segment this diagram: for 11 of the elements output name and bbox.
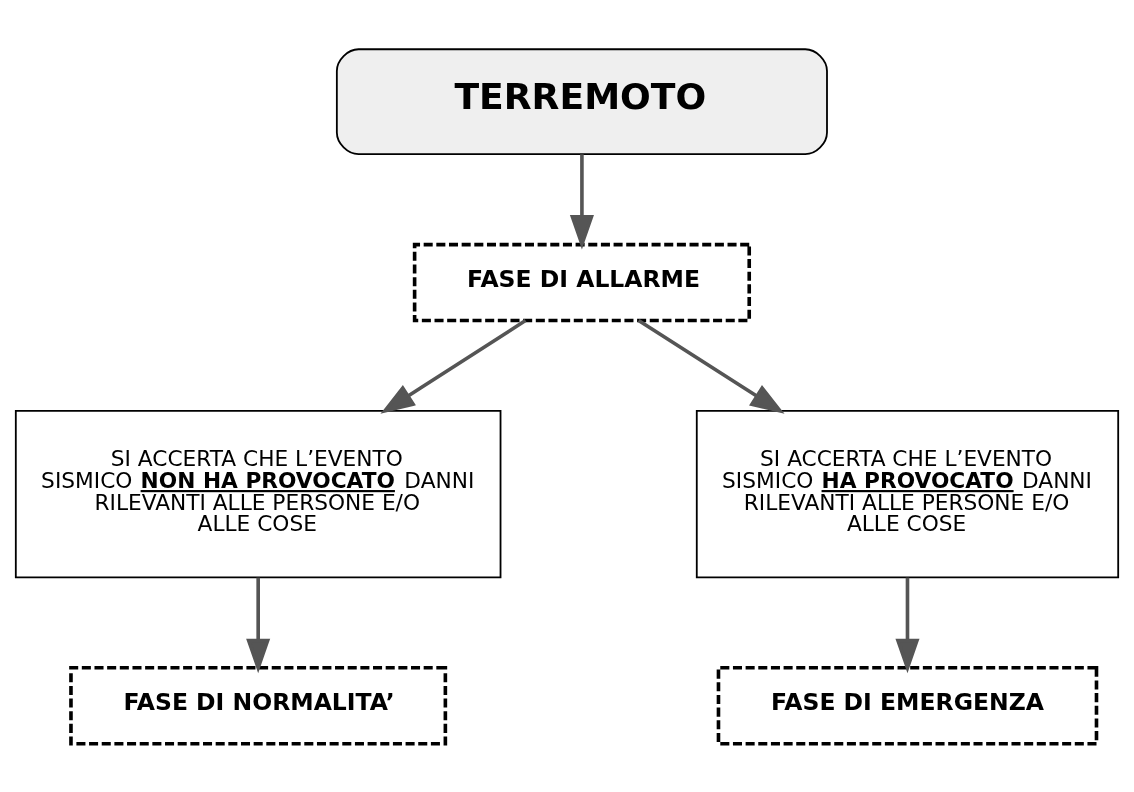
arrow: [895, 577, 920, 673]
node-box: SI ACCERTA CHE L’EVENTO SISMICO NON HA PROVOCATO DANNI RILEVANTI ALLE PERSONE E/O ALLE COSE: [14, 409, 502, 578]
node-box: TERREMOTO: [335, 47, 828, 155]
arrow: [246, 577, 271, 673]
node-box: SI ACCERTA CHE L’EVENTO SISMICO HA PROVOCATO DANNI RILEVANTI ALLE PERSONE E/O ALLE COSE: [695, 409, 1120, 578]
node-box: FASE DI EMERGENZA: [716, 665, 1099, 746]
arrow: [569, 153, 594, 249]
node-box: FASE DI NORMALITA’: [69, 665, 448, 746]
arrow: [637, 318, 785, 414]
node-box: FASE DI ALLARME: [412, 242, 752, 322]
arrow: [380, 318, 527, 414]
